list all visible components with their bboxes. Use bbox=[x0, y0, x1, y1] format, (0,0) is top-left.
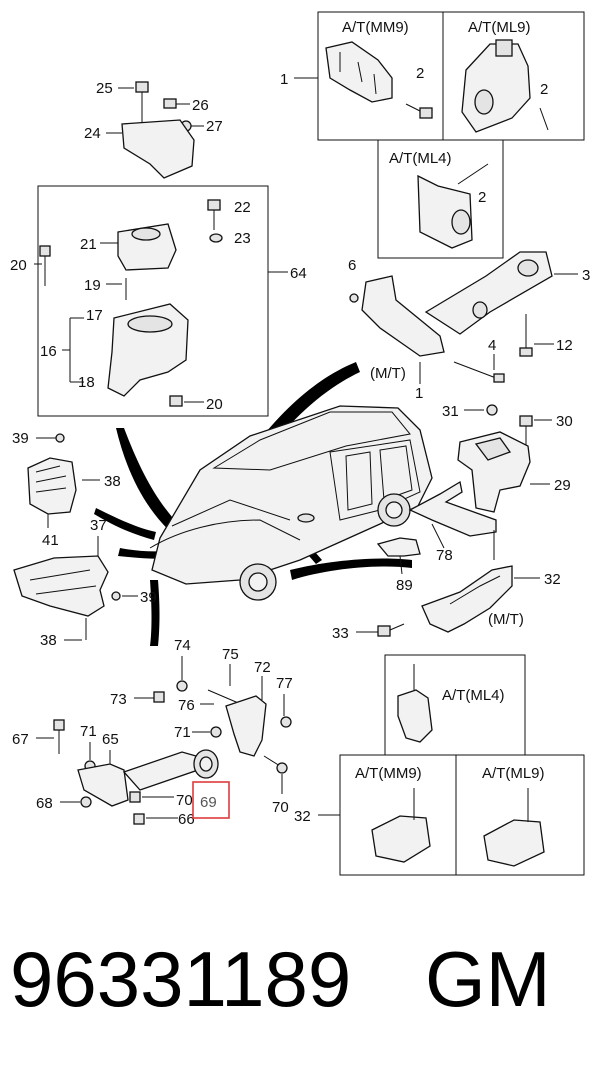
bracket-41 bbox=[27, 457, 77, 515]
callout-69: 69 bbox=[200, 794, 217, 811]
mount-mm9-bottom bbox=[371, 815, 431, 863]
brand-name: GM bbox=[425, 935, 551, 1023]
mount-upper-bracket bbox=[121, 119, 195, 179]
torque-rod-shaft bbox=[122, 751, 199, 791]
box-title-mm9-bottom: A/T(MM9) bbox=[355, 765, 422, 782]
callout-22: 22 bbox=[234, 199, 251, 216]
callout-39a: 39 bbox=[12, 430, 29, 447]
box-at-mm9-ml9: A/T(MM9) A/T(ML9) A/T(ML4) 1 2 2 2 bbox=[280, 11, 585, 259]
callout-20a: 20 bbox=[10, 257, 27, 274]
callout-38b: 38 bbox=[40, 632, 57, 649]
callout-27: 27 bbox=[206, 118, 223, 135]
callout-23: 23 bbox=[234, 230, 251, 247]
note-mt-right: (M/T) bbox=[488, 611, 524, 628]
callout-71a: 71 bbox=[80, 723, 97, 740]
left-bracket-group: 39 38 41 37 39 38 bbox=[12, 430, 157, 649]
callout-73: 73 bbox=[110, 691, 127, 708]
callout-32b: 32 bbox=[294, 808, 311, 825]
callout-39b: 39 bbox=[140, 589, 157, 606]
callout-21: 21 bbox=[80, 236, 97, 253]
part-number: 96331189 bbox=[10, 935, 351, 1023]
callout-72: 72 bbox=[254, 659, 271, 676]
callout-31: 31 bbox=[442, 403, 459, 420]
callout-68: 68 bbox=[36, 795, 53, 812]
callout-1b: 1 bbox=[415, 385, 423, 402]
car-illustration bbox=[94, 362, 433, 646]
torque-rod-group: 74 75 72 77 73 76 71 67 71 65 68 bbox=[12, 637, 293, 828]
callout-89: 89 bbox=[396, 577, 413, 594]
swoosh-right bbox=[290, 558, 412, 580]
callout-33: 33 bbox=[332, 625, 349, 642]
box-title-mm9: A/T(MM9) bbox=[342, 19, 409, 36]
callout-25: 25 bbox=[96, 80, 113, 97]
callout-38a: 38 bbox=[104, 473, 121, 490]
mount-ml9-bottom bbox=[483, 819, 545, 867]
callout-18: 18 bbox=[78, 374, 95, 391]
box-at-bottom: A/T(ML4) A/T(MM9) A/T(ML9) 32 bbox=[294, 654, 585, 876]
swoosh-left-top bbox=[116, 428, 196, 548]
callout-24: 24 bbox=[84, 125, 101, 142]
callout-70a: 70 bbox=[176, 792, 193, 809]
mt-mount-assembly: 6 3 12 4 (M/T) 1 bbox=[348, 251, 590, 402]
swoosh-left bbox=[94, 508, 156, 540]
callout-2b: 2 bbox=[540, 81, 548, 98]
brace-78 bbox=[408, 480, 497, 537]
right-mount-group: 31 30 29 78 89 32 (M/T) 33 bbox=[332, 403, 573, 642]
callout-20b: 20 bbox=[206, 396, 223, 413]
highlight-box-69 bbox=[192, 781, 230, 819]
callout-74: 74 bbox=[174, 637, 191, 654]
rear-mount-bracket bbox=[457, 431, 531, 513]
callout-29: 29 bbox=[554, 477, 571, 494]
mt-rear-mount-32 bbox=[421, 565, 513, 633]
bracket-89 bbox=[376, 537, 421, 557]
engine-mount-assembly: 25 26 27 24 64 22 23 21 20 19 17 16 bbox=[10, 80, 307, 417]
car-body bbox=[151, 405, 433, 585]
callout-75: 75 bbox=[222, 646, 239, 663]
callout-32a: 32 bbox=[544, 571, 561, 588]
callout-76: 76 bbox=[178, 697, 195, 714]
callout-16: 16 bbox=[40, 343, 57, 360]
mount-bracket-ml9 bbox=[461, 43, 531, 133]
callout-37: 37 bbox=[90, 517, 107, 534]
callout-6: 6 bbox=[348, 257, 356, 274]
callout-70b: 70 bbox=[272, 799, 289, 816]
callout-30: 30 bbox=[556, 413, 573, 430]
box-title-ml4: A/T(ML4) bbox=[389, 150, 452, 167]
callout-66: 66 bbox=[178, 811, 195, 828]
mt-mount-bracket bbox=[361, 275, 445, 357]
box-title-ml9-bottom: A/T(ML9) bbox=[482, 765, 545, 782]
box-frame-ml4 bbox=[377, 139, 504, 259]
callout-26: 26 bbox=[192, 97, 209, 114]
callout-41: 41 bbox=[42, 532, 59, 549]
callout-2a: 2 bbox=[416, 65, 424, 82]
note-mt-left: (M/T) bbox=[370, 365, 406, 382]
callout-78: 78 bbox=[436, 547, 453, 564]
mount-bracket-mm9 bbox=[325, 41, 393, 103]
callout-4: 4 bbox=[488, 337, 496, 354]
torque-rod-bracket-72 bbox=[225, 695, 267, 757]
callout-19: 19 bbox=[84, 277, 101, 294]
callout-77: 77 bbox=[276, 675, 293, 692]
callout-12: 12 bbox=[556, 337, 573, 354]
mount-ml4-bottom bbox=[397, 689, 433, 743]
callout-1: 1 bbox=[280, 71, 288, 88]
assembly-frame-64 bbox=[37, 185, 269, 417]
box-title-ml4-bottom: A/T(ML4) bbox=[442, 687, 505, 704]
swoosh-bottom bbox=[150, 580, 160, 646]
callout-3: 3 bbox=[582, 267, 590, 284]
callout-17: 17 bbox=[86, 307, 103, 324]
callout-71b: 71 bbox=[174, 724, 191, 741]
callout-65: 65 bbox=[102, 731, 119, 748]
callout-2c: 2 bbox=[478, 189, 486, 206]
callout-64: 64 bbox=[290, 265, 307, 282]
callout-67: 67 bbox=[12, 731, 29, 748]
box-title-ml9: A/T(ML9) bbox=[468, 19, 531, 36]
torque-rod-mount-65 bbox=[77, 763, 129, 807]
